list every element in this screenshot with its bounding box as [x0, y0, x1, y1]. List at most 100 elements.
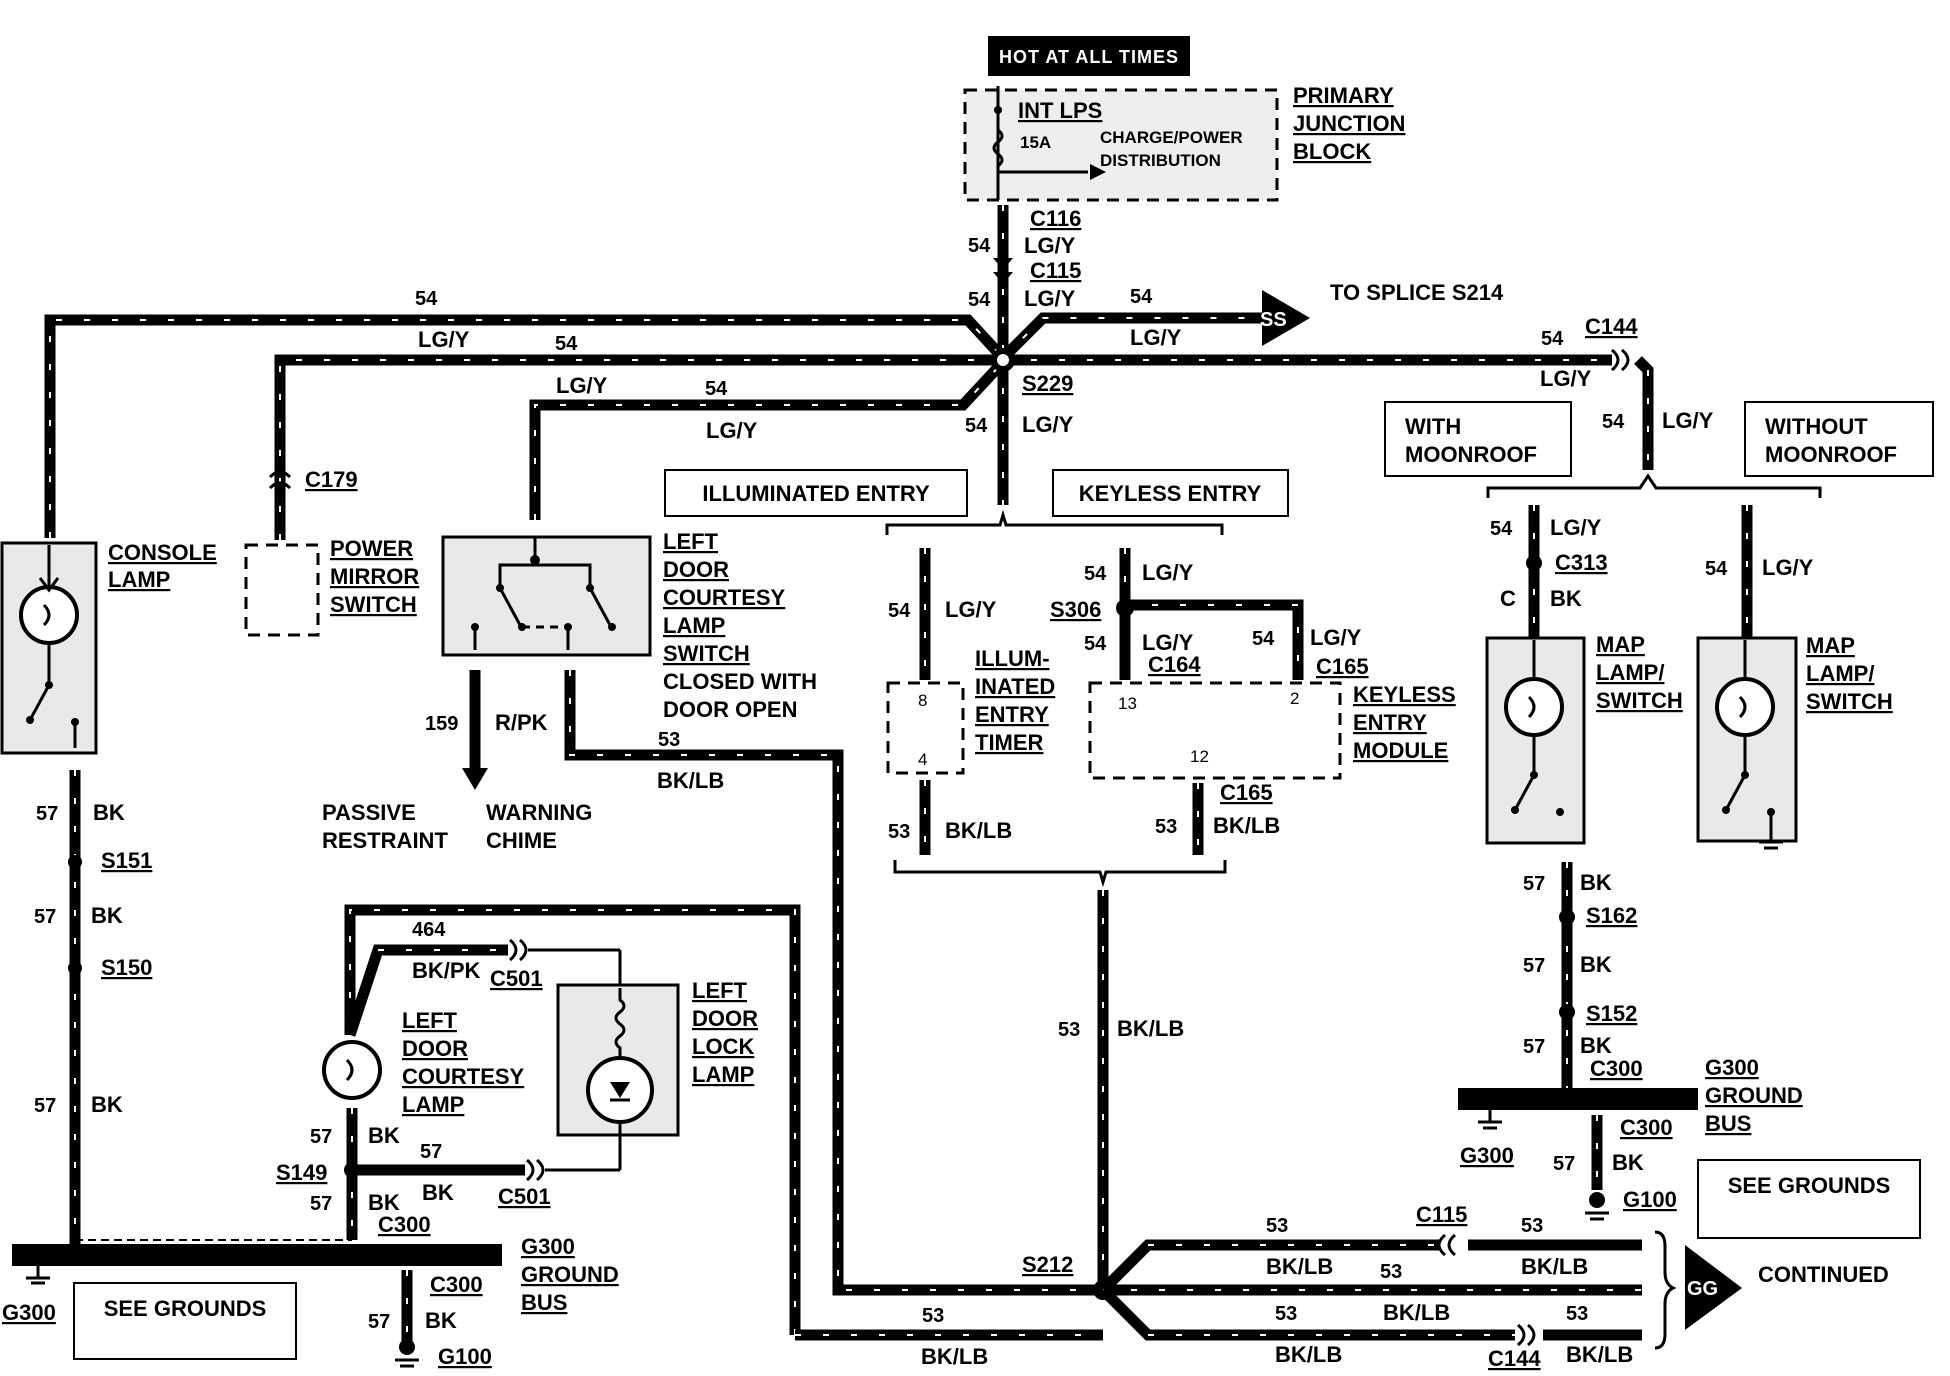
- bklb-label-g: BK/LB: [1521, 1254, 1588, 1279]
- courtesy-lamp-label-2: DOOR: [402, 1036, 468, 1061]
- splice-s151: [68, 855, 82, 869]
- wire-54-label-h: 54: [1541, 328, 1564, 350]
- lgy-label-j: LG/Y: [945, 597, 997, 622]
- bk-label-e: BK: [422, 1180, 454, 1205]
- g300-label-a: G300: [2, 1300, 56, 1325]
- lock-lamp-label-2: DOOR: [692, 1006, 758, 1031]
- lgy-label-f: LG/Y: [706, 418, 758, 443]
- wire-53-label-b: 53: [888, 821, 910, 843]
- ground-bus-label-b-2: GROUND: [1705, 1083, 1803, 1108]
- bkpk-label: BK/PK: [412, 958, 481, 983]
- door-switch-label-4: LAMP: [663, 613, 725, 638]
- see-grounds-box-b: [1697, 1159, 1921, 1239]
- illuminated-entry-box: [664, 469, 968, 517]
- c144-label: C144: [1585, 314, 1638, 339]
- c313-connector-icon: [1526, 555, 1542, 571]
- ground-bus-label-b-1: G300: [1705, 1055, 1759, 1080]
- lgy-label-d: LG/Y: [418, 327, 470, 352]
- wire-159-label: 159: [425, 713, 458, 735]
- wire-57-label-h: 57: [1523, 873, 1545, 895]
- power-mirror-label-1: POWER: [330, 536, 413, 561]
- see-grounds-label-a: SEE GROUNDS: [104, 1296, 267, 1321]
- left-ground-bus: [12, 1244, 502, 1266]
- ss-arrow-icon: [1262, 290, 1310, 346]
- bklb-label-c: BK/LB: [1213, 813, 1280, 838]
- to-splice-label: TO SPLICE S214: [1330, 280, 1504, 305]
- splice-s162: [1559, 909, 1575, 925]
- c115-connector-icon-b: [1437, 1233, 1447, 1257]
- ss-label: SS: [1260, 309, 1287, 331]
- s212-label: S212: [1022, 1252, 1073, 1277]
- timer-label-2: INATED: [975, 674, 1055, 699]
- map-lamp-b-label-3: SWITCH: [1806, 689, 1893, 714]
- entry-return-brace: [893, 860, 1227, 888]
- bk-label-j: BK: [1580, 952, 1612, 977]
- lock-lamp-label-3: LOCK: [692, 1034, 754, 1059]
- door-lamp-ground-wire: [349, 909, 796, 1335]
- timer-label-4: TIMER: [975, 730, 1044, 755]
- wire-54-label-g: 54: [965, 415, 988, 437]
- wire-53-label-a: 53: [658, 729, 680, 751]
- wire-53-label-g: 53: [1521, 1215, 1543, 1237]
- c115-connector-icon: [993, 272, 1013, 284]
- distribution-label-2: DISTRIBUTION: [1100, 151, 1221, 170]
- lgy-label-e: LG/Y: [556, 373, 608, 398]
- wire-54-label-d: 54: [415, 288, 438, 310]
- with-moonroof-label-1: WITH: [1405, 414, 1461, 439]
- see-grounds-box-a: [73, 1282, 297, 1360]
- splice-s306: [1116, 599, 1134, 617]
- passive-restraint-arrow-icon: [462, 768, 488, 790]
- without-moonroof-label-1: WITHOUT: [1765, 414, 1868, 439]
- wire-54-label-l: 54: [1084, 633, 1107, 655]
- distribution-arrow-icon: [1090, 164, 1106, 180]
- c144-label-b: C144: [1488, 1346, 1541, 1371]
- wire-464-label: 464: [412, 919, 446, 941]
- wire-53-label-j: 53: [1566, 1303, 1588, 1325]
- splice-s150: [68, 961, 82, 975]
- pin-12-label: 12: [1190, 747, 1209, 766]
- wire-54-label-j: 54: [888, 600, 911, 622]
- bklb-label-j: BK/LB: [1566, 1342, 1633, 1367]
- bk-label-b: BK: [91, 903, 123, 928]
- c164-label: C164: [1148, 652, 1201, 677]
- g100-ground-icon-b: [1589, 1192, 1605, 1208]
- c501-label-b: C501: [498, 1184, 551, 1209]
- timer-label-1: ILLUM-: [975, 646, 1050, 671]
- gg-label: GG: [1687, 1278, 1718, 1300]
- fuse-name: INT LPS: [1018, 98, 1102, 123]
- c179-label: C179: [305, 467, 358, 492]
- bklb-label-e: BK/LB: [921, 1344, 988, 1369]
- wire-54-label-k: 54: [1084, 563, 1107, 585]
- c501-connector-icon-a: [508, 938, 518, 962]
- lgy-label-n: LG/Y: [1550, 515, 1602, 540]
- keyless-entry-module-box: [1088, 681, 1342, 780]
- see-grounds-label-b: SEE GROUNDS: [1728, 1173, 1891, 1198]
- ground-bus-label-a-3: BUS: [521, 1290, 567, 1315]
- wire-57-label-d: 57: [310, 1126, 332, 1148]
- distribution-label-1: CHARGE/POWER: [1100, 128, 1243, 147]
- door-switch-label-5: SWITCH: [663, 641, 750, 666]
- junction-block-label-2: JUNCTION: [1293, 111, 1405, 136]
- bk-label-i: BK: [1580, 870, 1612, 895]
- wire-57-label-b: 57: [34, 906, 56, 928]
- fuse-node-top: [994, 106, 1002, 114]
- wire-53-label-i: 53: [1275, 1303, 1297, 1325]
- keyless-entry-label: KEYLESS ENTRY: [1079, 481, 1262, 506]
- wire-57-label-g: 57: [368, 1311, 390, 1333]
- console-lamp-label-1: CONSOLE: [108, 540, 217, 565]
- wire-57-label-i: 57: [1523, 955, 1545, 977]
- wire-53-label-d: 53: [1058, 1019, 1080, 1041]
- hot-at-all-times-badge: [988, 36, 1190, 76]
- module-label-1: KEYLESS: [1353, 682, 1456, 707]
- c313-label: C313: [1555, 550, 1608, 575]
- wire-53-label-f: 53: [1266, 1215, 1288, 1237]
- c300-label-a: C300: [378, 1212, 431, 1237]
- courtesy-lamp-label-1: LEFT: [402, 1008, 458, 1033]
- lgy-label-i: LG/Y: [1662, 408, 1714, 433]
- courtesy-lamp-label-4: LAMP: [402, 1092, 464, 1117]
- ground-bus-label-a-2: GROUND: [521, 1262, 619, 1287]
- illuminated-entry-timer-box: [886, 681, 965, 775]
- map-lamp-switch-box-b: [1696, 636, 1798, 843]
- s151-label: S151: [101, 848, 152, 873]
- door-switch-label-2: DOOR: [663, 557, 729, 582]
